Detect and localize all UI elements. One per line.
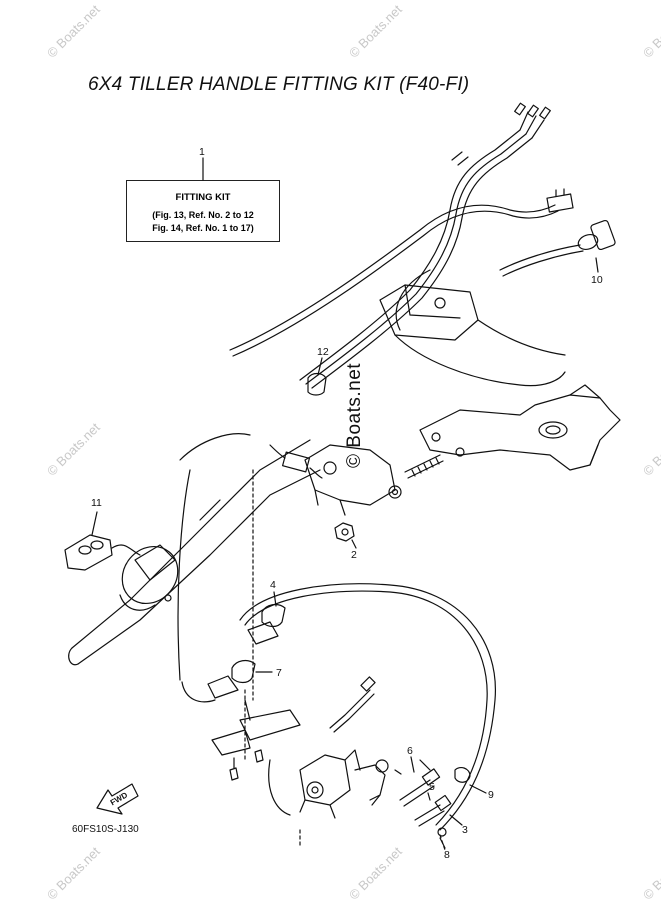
- leader-2: [351, 539, 357, 549]
- callout-5: 5: [429, 781, 435, 793]
- control-cables: [299, 102, 551, 389]
- clamp-part-12: [307, 357, 327, 396]
- assembly-guides: [244, 469, 446, 851]
- leader-11: [91, 511, 98, 536]
- callout-10: 10: [591, 274, 603, 286]
- callout-6: 6: [407, 745, 413, 757]
- callout-labels: 1 2 3 4 5 6 7 8 9 10 11 12 FWD: [91, 146, 603, 861]
- fitting-kit-heading: FITTING KIT: [175, 192, 231, 203]
- stop-switch-part-11: [64, 511, 141, 571]
- leader-9: [469, 784, 487, 794]
- clip-part-7: [207, 659, 273, 699]
- pivot-bracket: [419, 384, 621, 471]
- tiller-handle: [68, 433, 321, 666]
- callout-12: 12: [317, 346, 329, 358]
- upper-bracket: [379, 269, 566, 387]
- callout-2: 2: [351, 549, 357, 561]
- callout-9: 9: [488, 789, 494, 801]
- clip-part-4: [247, 591, 286, 645]
- leader-6: [410, 756, 415, 773]
- fwd-arrow-icon: [96, 783, 139, 815]
- watermark-main: © Boats.net: [344, 362, 365, 468]
- diagram-title: 6X4 TILLER HANDLE FITTING KIT (F40-FI): [88, 74, 470, 95]
- nut-part-2: [334, 522, 357, 549]
- loop-cable: [177, 469, 496, 831]
- diagram-code: 60FS10S-J130: [72, 824, 139, 835]
- handle-bracket: [304, 444, 402, 516]
- shift-mechanism: [299, 749, 389, 819]
- fitting-kit-line-1: (Fig. 13, Ref. No. 2 to 12: [152, 210, 254, 220]
- leader-12: [317, 357, 323, 376]
- harness-connector: [269, 444, 323, 479]
- stud-bolt: [404, 454, 444, 479]
- leader-10: [595, 257, 599, 273]
- cable-end: [329, 676, 376, 733]
- callout-11: 11: [91, 497, 102, 509]
- callout-3: 3: [462, 824, 468, 836]
- leader-3: [449, 814, 463, 826]
- leader-4: [273, 591, 277, 607]
- fitting-kit-line-2: Fig. 14, Ref. No. 1 to 17): [152, 223, 254, 233]
- callout-1: 1: [199, 146, 205, 158]
- wire-harness: [229, 188, 616, 357]
- fitting-kit-box: FITTING KIT (Fig. 13, Ref. No. 2 to 12 F…: [126, 180, 280, 242]
- link-rods: [394, 756, 487, 849]
- callout-7: 7: [276, 667, 282, 679]
- leader-5: [427, 792, 431, 801]
- callout-4: 4: [270, 579, 276, 591]
- leader-8: [439, 837, 446, 849]
- callout-8: 8: [444, 849, 450, 861]
- lower-bracket: [211, 699, 301, 781]
